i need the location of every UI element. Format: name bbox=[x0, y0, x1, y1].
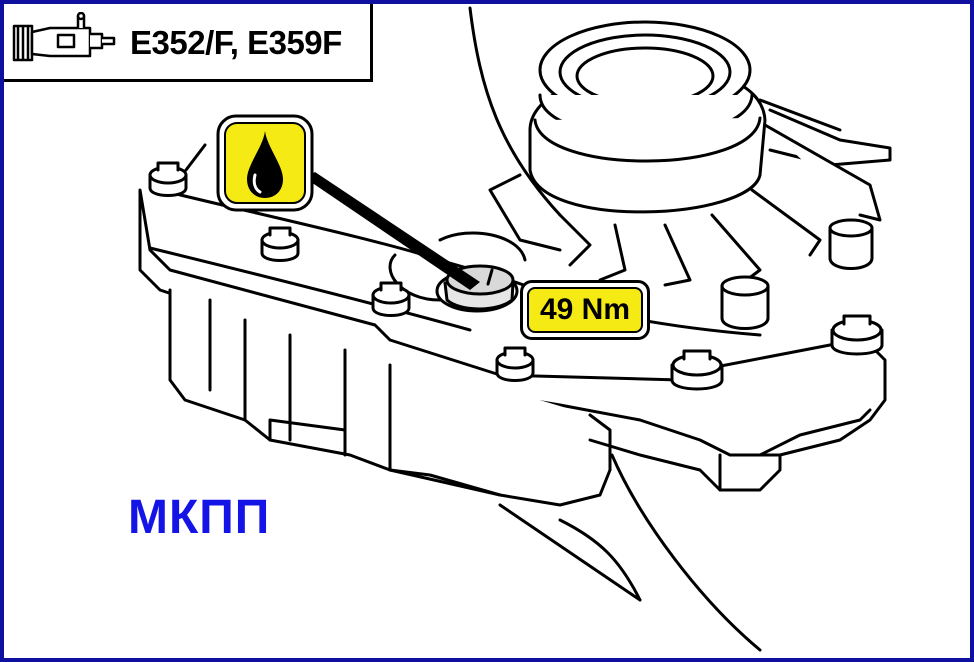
bell-housing-outline bbox=[468, 6, 562, 217]
input-flange bbox=[528, 20, 767, 214]
boss-right bbox=[720, 218, 874, 330]
model-header: E352/F, E359F bbox=[4, 4, 373, 82]
bolt bbox=[148, 161, 188, 197]
torque-badge: 49 Nm bbox=[520, 280, 650, 340]
transmission-icon bbox=[12, 12, 116, 62]
housing-ribs bbox=[488, 98, 892, 287]
pointer-line bbox=[305, 172, 480, 290]
torque-value: 49 Nm bbox=[539, 293, 631, 326]
model-label: E352/F, E359F bbox=[130, 24, 342, 61]
bolt bbox=[670, 349, 724, 391]
bolt bbox=[495, 346, 535, 382]
oil-drop-icon bbox=[216, 114, 314, 212]
bolt bbox=[830, 314, 884, 356]
bolt bbox=[260, 226, 300, 262]
caption-label: МКПП bbox=[128, 491, 271, 544]
bolt bbox=[371, 281, 411, 317]
